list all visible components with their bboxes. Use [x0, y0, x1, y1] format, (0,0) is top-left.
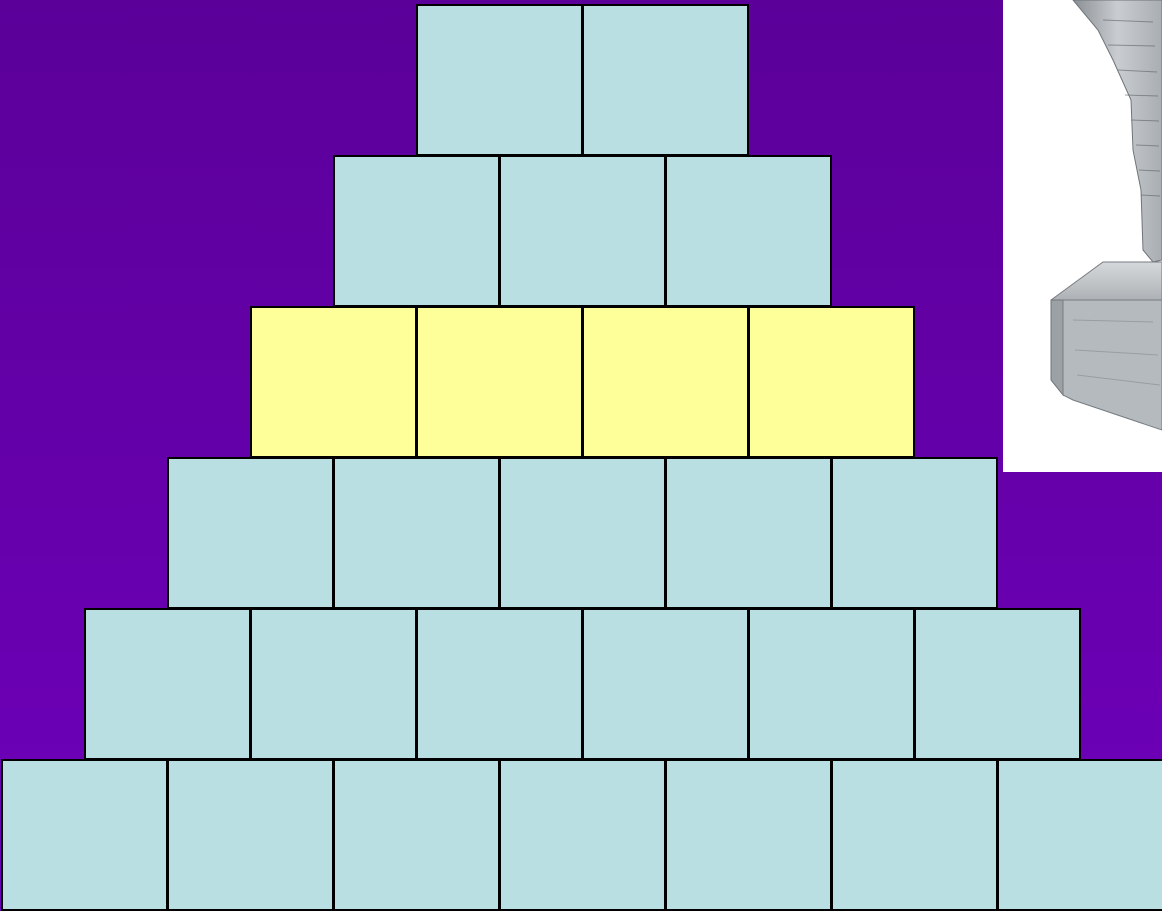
pyramid-brick-r4-c4[interactable]: [665, 457, 832, 609]
pyramid-brick-r5-c4[interactable]: [582, 608, 749, 760]
pyramid-row-4: [167, 457, 997, 609]
pyramid-brick-r3-c1[interactable]: [250, 306, 417, 458]
pyramid-row-2: [333, 155, 831, 307]
pyramid-brick-r6-c4[interactable]: [499, 759, 666, 911]
pyramid-brick-r4-c2[interactable]: [333, 457, 500, 609]
pyramid-brick-r4-c5[interactable]: [831, 457, 998, 609]
pyramid-brick-r6-c3[interactable]: [333, 759, 500, 911]
pyramid-brick-r5-c6[interactable]: [914, 608, 1081, 760]
pyramid-row-6: [1, 759, 1162, 911]
statue-photo: [1003, 0, 1162, 472]
pyramid-brick-r3-c4[interactable]: [748, 306, 915, 458]
pyramid-brick-r5-c5[interactable]: [748, 608, 915, 760]
pyramid-brick-r2-c1[interactable]: [333, 155, 500, 307]
pyramid-brick-r1-c1[interactable]: [416, 4, 583, 156]
pyramid-brick-r6-c5[interactable]: [665, 759, 832, 911]
pyramid-brick-r6-c7[interactable]: [997, 759, 1162, 911]
pyramid-brick-r5-c3[interactable]: [416, 608, 583, 760]
pyramid-brick-r6-c2[interactable]: [167, 759, 334, 911]
pyramid-brick-r4-c3[interactable]: [499, 457, 666, 609]
pyramid-brick-r5-c2[interactable]: [250, 608, 417, 760]
pyramid-brick-r2-c2[interactable]: [499, 155, 666, 307]
pyramid-brick-r5-c1[interactable]: [84, 608, 251, 760]
pyramid-brick-r6-c1[interactable]: [1, 759, 168, 911]
pyramid-brick-r2-c3[interactable]: [665, 155, 832, 307]
pyramid-brick-r4-c1[interactable]: [167, 457, 334, 609]
pyramid-row-5: [84, 608, 1080, 760]
pyramid-brick-r3-c2[interactable]: [416, 306, 583, 458]
pyramid-row-3: [250, 306, 914, 458]
statue-illustration: [1003, 0, 1162, 472]
pyramid-brick-r6-c6[interactable]: [831, 759, 998, 911]
pyramid-brick-r1-c2[interactable]: [582, 4, 749, 156]
pyramid-row-1: [416, 4, 748, 156]
pyramid-brick-r3-c3[interactable]: [582, 306, 749, 458]
